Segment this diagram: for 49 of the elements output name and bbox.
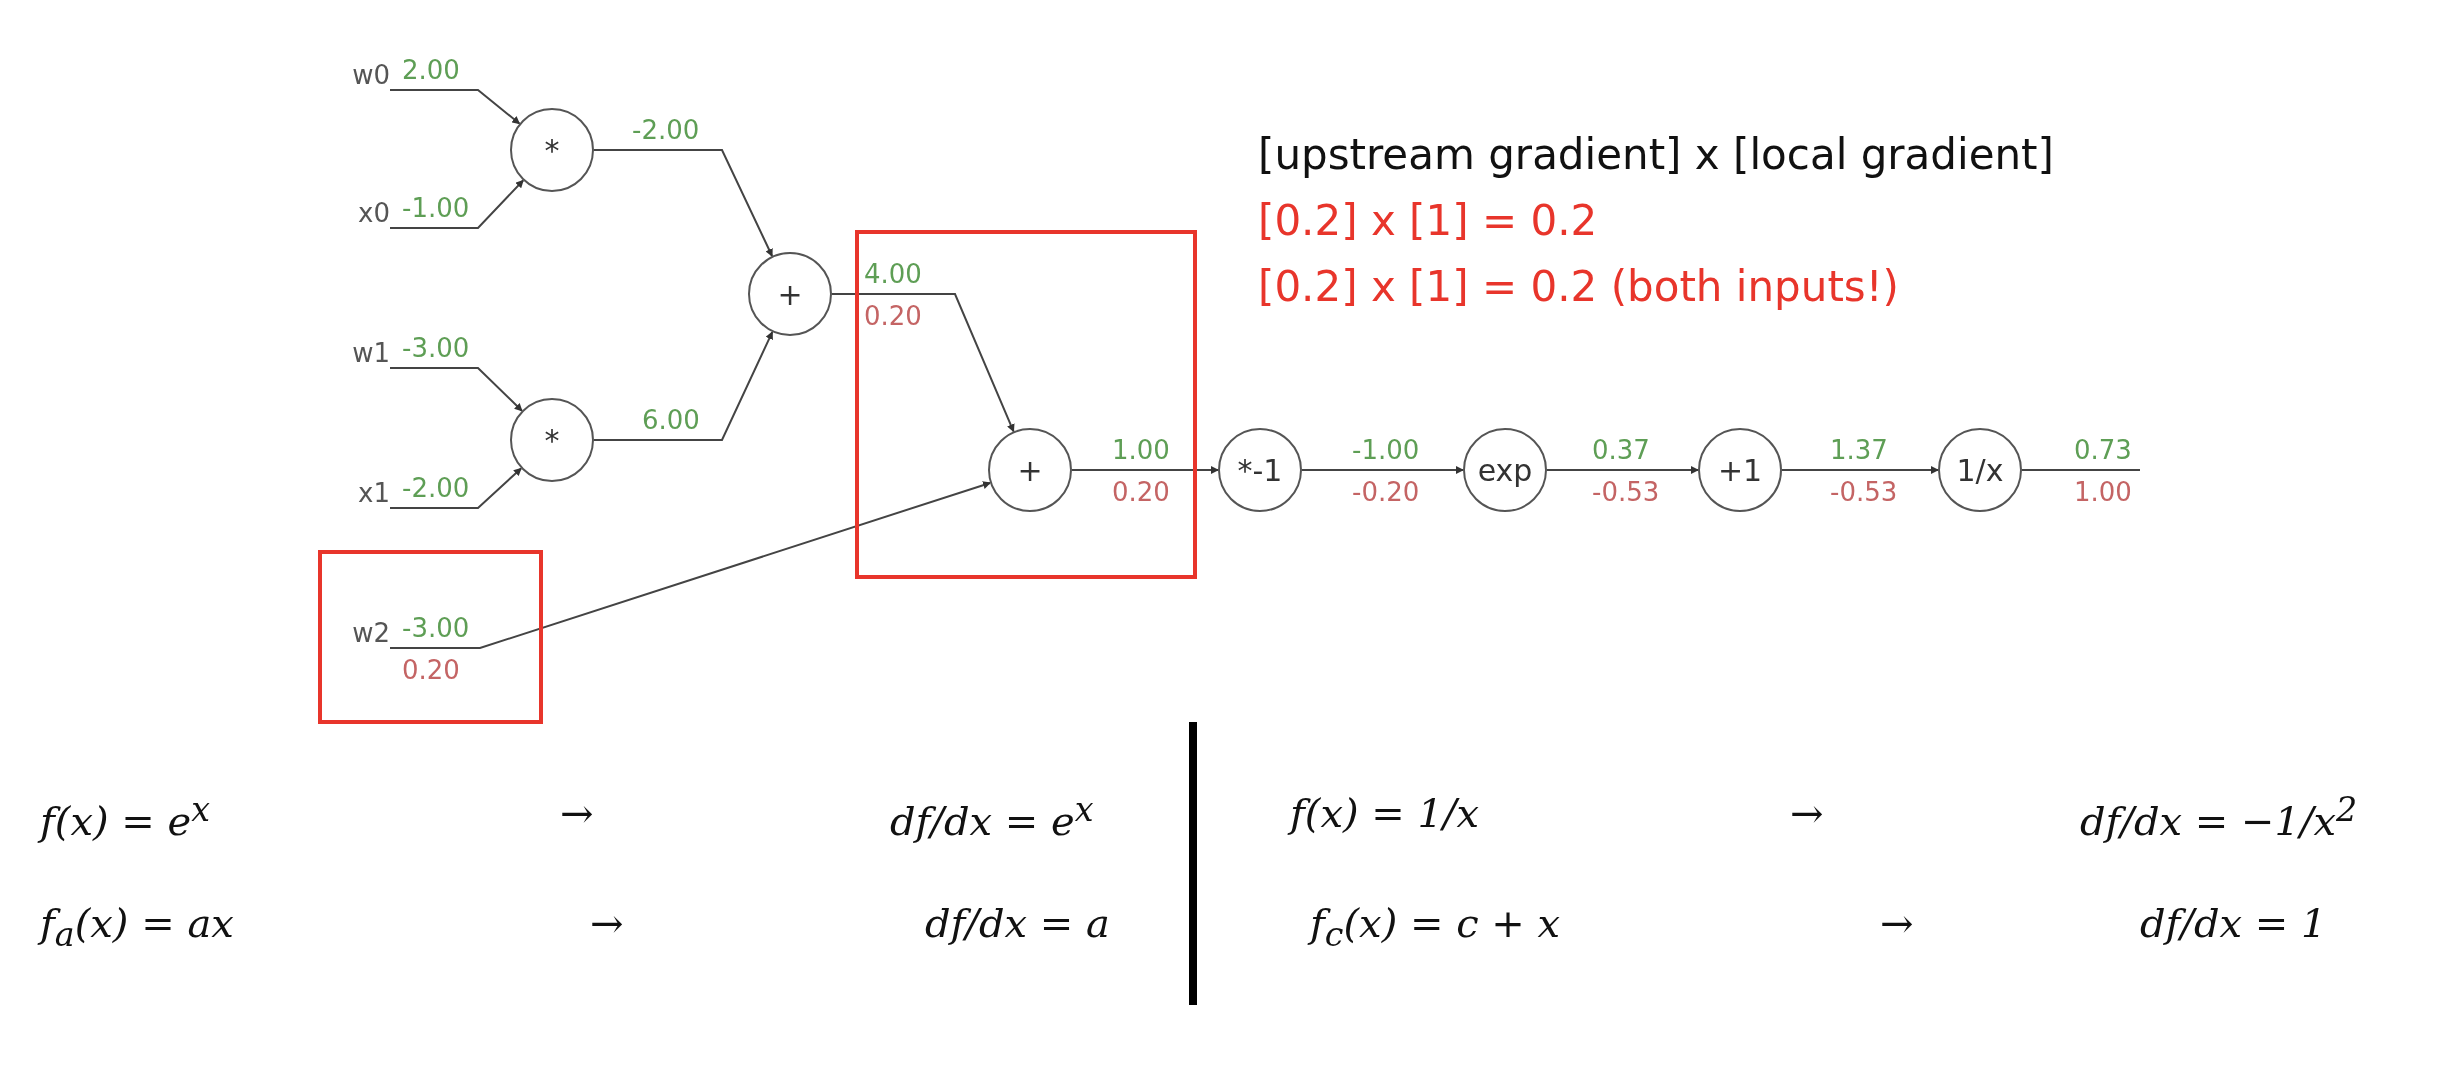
formula: df/dx = 1	[2140, 900, 2327, 946]
arrow	[1071, 466, 1219, 474]
note-text: [0.2] x [1] = 0.2 (both inputs!)	[1258, 262, 1899, 311]
arrow-symbol: →	[1880, 900, 1914, 946]
arrow	[389, 481, 992, 649]
arrow	[831, 293, 1015, 433]
input-label: x1	[340, 473, 390, 513]
operation-node: *	[510, 398, 594, 482]
operation-node: 1/x	[1938, 428, 2022, 512]
edge-label: -3.00 0.20	[402, 612, 470, 686]
operation-node: exp	[1463, 428, 1547, 512]
arrow	[593, 331, 774, 441]
formula: df/dx = e$^{x}$	[890, 790, 1094, 845]
operation-node: *-1	[1218, 428, 1302, 512]
operation-node: +1	[1698, 428, 1782, 512]
input-label: x0	[340, 193, 390, 233]
formula: df/dx = a	[925, 900, 1110, 946]
edge-label: -1.00	[402, 192, 470, 224]
operation-node: +	[988, 428, 1072, 512]
arrow	[389, 89, 521, 125]
operation-node: *	[510, 108, 594, 192]
edge-label: 1.00 0.20	[1112, 434, 1170, 508]
edge-label: 4.00 0.20	[864, 258, 922, 332]
edge-label: -1.00 -0.20	[1352, 434, 1420, 508]
arrow-symbol: →	[1790, 790, 1824, 836]
operation-node: +	[748, 252, 832, 336]
arrow	[1546, 466, 1699, 474]
edge-label: -2.00	[402, 472, 470, 504]
arrow	[1301, 466, 1464, 474]
edge-label: 0.37 -0.53	[1592, 434, 1660, 508]
edge-label: 1.37 -0.53	[1830, 434, 1898, 508]
arrow	[389, 367, 523, 412]
arrow-symbol: →	[590, 900, 624, 946]
edge-label: 0.73 1.00	[2074, 434, 2132, 508]
input-label: w2	[340, 613, 390, 653]
edge-label: -3.00	[402, 332, 470, 364]
arrow	[1781, 466, 1939, 474]
formula: df/dx = −1/x$^{2}$	[2080, 790, 2358, 845]
edge-label: -2.00	[632, 114, 700, 146]
arrow	[389, 467, 523, 509]
edge-label: 6.00	[642, 404, 700, 436]
input-label: w1	[340, 333, 390, 373]
note-text: [upstream gradient] x [local gradient]	[1258, 130, 2054, 179]
input-label: w0	[340, 55, 390, 95]
arrow-symbol: →	[560, 790, 594, 836]
arrow	[593, 149, 774, 257]
note-text: [0.2] x [1] = 0.2	[1258, 196, 1598, 245]
edge-label: 2.00	[402, 54, 460, 86]
arrow	[389, 179, 525, 229]
